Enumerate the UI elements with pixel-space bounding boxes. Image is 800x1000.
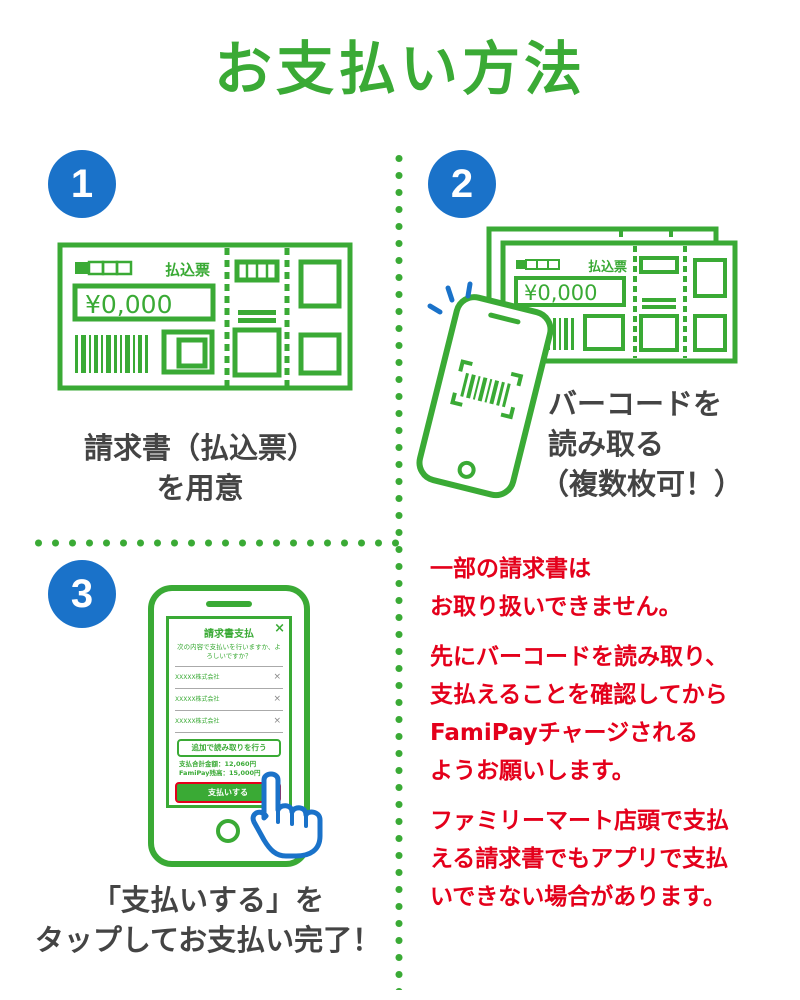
note-2: 先にバーコードを読み取り、 支払えることを確認してから FamiPayチャージさ… [430,638,790,790]
page-title: お支払い方法 [213,35,586,103]
list-item-name: XXXXX株式会社 [175,674,220,681]
note-3-line2: える請求書でもアプリで支払 [430,846,729,872]
phone-speaker [206,601,252,607]
list-item-name: XXXXX株式会社 [175,718,220,725]
step-2-caption-line1: バーコードを [548,387,723,421]
step-3-caption-line1: 「支払いする」を [91,883,324,917]
horizontal-divider [30,538,402,548]
note-1-line1: 一部の請求書は [430,556,591,582]
screen-title: 請求書支払 [204,629,254,640]
screen-close-icon[interactable]: × [274,621,285,636]
list-item: XXXXX株式会社 × [175,689,283,711]
screen-total: 支払合計金額：12,060円 [179,760,257,768]
step-1-caption-line2: を用意 [156,471,244,505]
tapping-hand-icon [250,771,323,859]
vertical-divider [394,150,404,990]
note-2-line1: 先にバーコードを読み取り、 [430,644,729,670]
step-3-caption-line2: タップしてお支払い完了！ [34,923,382,957]
step-2-caption-line2: 読み取る [548,427,665,461]
notes: 一部の請求書は お取り扱いできません。 先にバーコードを読み取り、 支払えること… [430,550,790,916]
step-1-caption-line1: 請求書（払込票） [83,431,316,465]
remove-icon[interactable]: × [273,694,281,704]
note-2-line2: 支払えることを確認してから [430,682,728,708]
slip-amount-2: ¥0,000 [524,281,597,305]
screen-balance: FamiPay残高：15,000円 [179,769,261,777]
step-1-number: 1 [48,150,116,218]
pay-button[interactable]: 支払いする [175,782,281,803]
step-2-caption: バーコードを 読み取る （複数枚可！） [540,384,743,504]
note-1: 一部の請求書は お取り扱いできません。 [430,550,790,626]
step-3-caption: 「支払いする」を タップしてお支払い完了！ [22,880,394,960]
step-3-number: 3 [48,560,116,628]
slip-label-2: 払込票 [588,259,627,275]
list-item: XXXXX株式会社 × [175,711,283,733]
step-1-caption: 請求書（払込票） を用意 [30,428,370,508]
note-3-line1: ファミリーマート店頭で支払 [430,808,729,834]
list-item: XXXXX株式会社 × [175,667,283,689]
remove-icon[interactable]: × [273,716,281,726]
screen-list: XXXXX株式会社 × XXXXX株式会社 × XXXXX株式会社 × [175,666,283,733]
phone-home-button [216,819,240,843]
slip-label: 払込票 [165,261,210,279]
note-2-line4: ようお願いします。 [430,758,635,784]
remove-icon[interactable]: × [273,672,281,682]
note-3-line3: いできない場合があります。 [430,884,727,910]
payment-slip-icon: 払込票 ¥0,000 [57,242,353,391]
screen-question: 次の内容で支払いを行いますか、よろしいですか？ [177,643,281,660]
list-item-name: XXXXX株式会社 [175,696,220,703]
step-2-caption-line3: （複数枚可！） [540,467,744,501]
note-2-line3: FamiPayチャージされる [430,720,699,746]
smartphone-scan-icon [416,281,554,499]
slip-amount: ¥0,000 [85,290,172,319]
step-2-number: 2 [428,150,496,218]
note-1-line2: お取り扱いできません。 [430,594,682,620]
add-scan-button[interactable]: 追加で読み取りを行う [177,739,281,757]
note-3: ファミリーマート店頭で支払 える請求書でもアプリで支払 いできない場合があります… [430,802,790,916]
